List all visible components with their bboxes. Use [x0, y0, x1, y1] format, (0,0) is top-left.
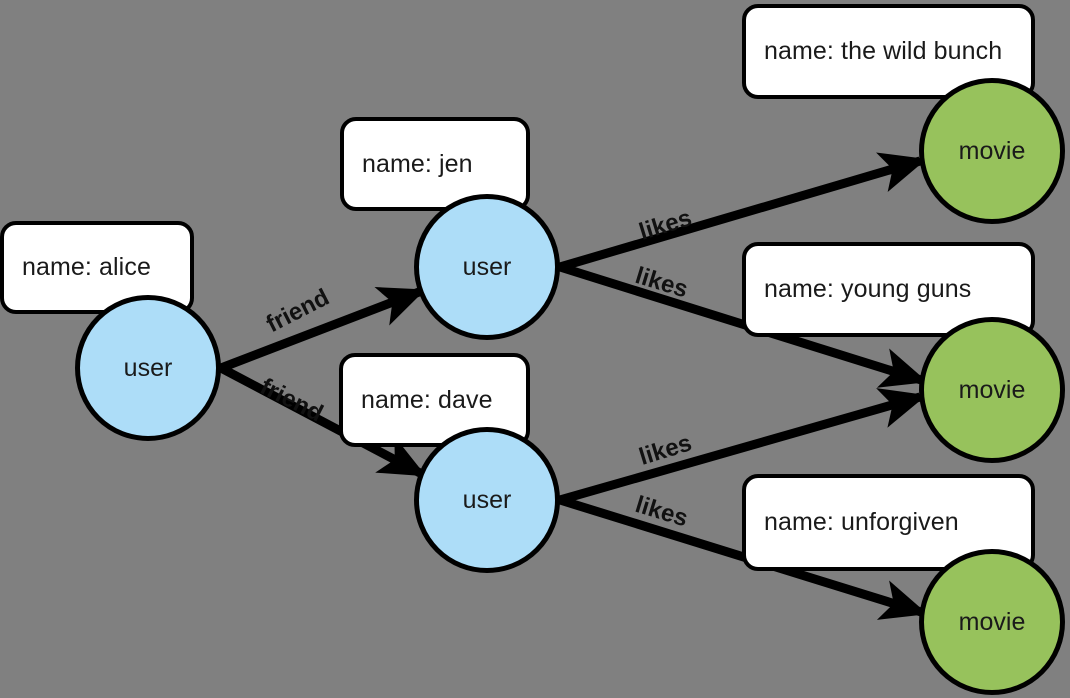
property-text: name: dave — [361, 385, 493, 414]
node-dave[interactable]: user — [414, 427, 560, 573]
node-label: movie — [958, 607, 1026, 636]
node-label: movie — [958, 136, 1026, 165]
node-label: movie — [958, 375, 1026, 404]
edge-alice-jen[interactable] — [219, 287, 426, 373]
node-unfor[interactable]: movie — [919, 549, 1065, 695]
property-text: name: jen — [362, 149, 473, 178]
node-label: user — [123, 353, 173, 382]
edge-alice-dave[interactable] — [218, 364, 427, 477]
edge-jen-young[interactable] — [558, 262, 928, 388]
property-text: name: unforgiven — [764, 508, 959, 536]
edge-dave-unfor[interactable] — [558, 495, 928, 620]
property-text: name: the wild bunch — [764, 37, 1003, 65]
node-alice[interactable]: user — [75, 295, 221, 441]
node-jen[interactable]: user — [414, 194, 560, 340]
node-label: user — [462, 252, 512, 281]
node-label: user — [462, 485, 512, 514]
edge-jen-wild[interactable] — [558, 152, 927, 272]
edge-dave-young[interactable] — [558, 388, 927, 505]
property-text: name: alice — [22, 253, 151, 281]
property-text: name: young guns — [764, 275, 972, 303]
node-young[interactable]: movie — [919, 317, 1065, 463]
node-wild[interactable]: movie — [919, 78, 1065, 224]
